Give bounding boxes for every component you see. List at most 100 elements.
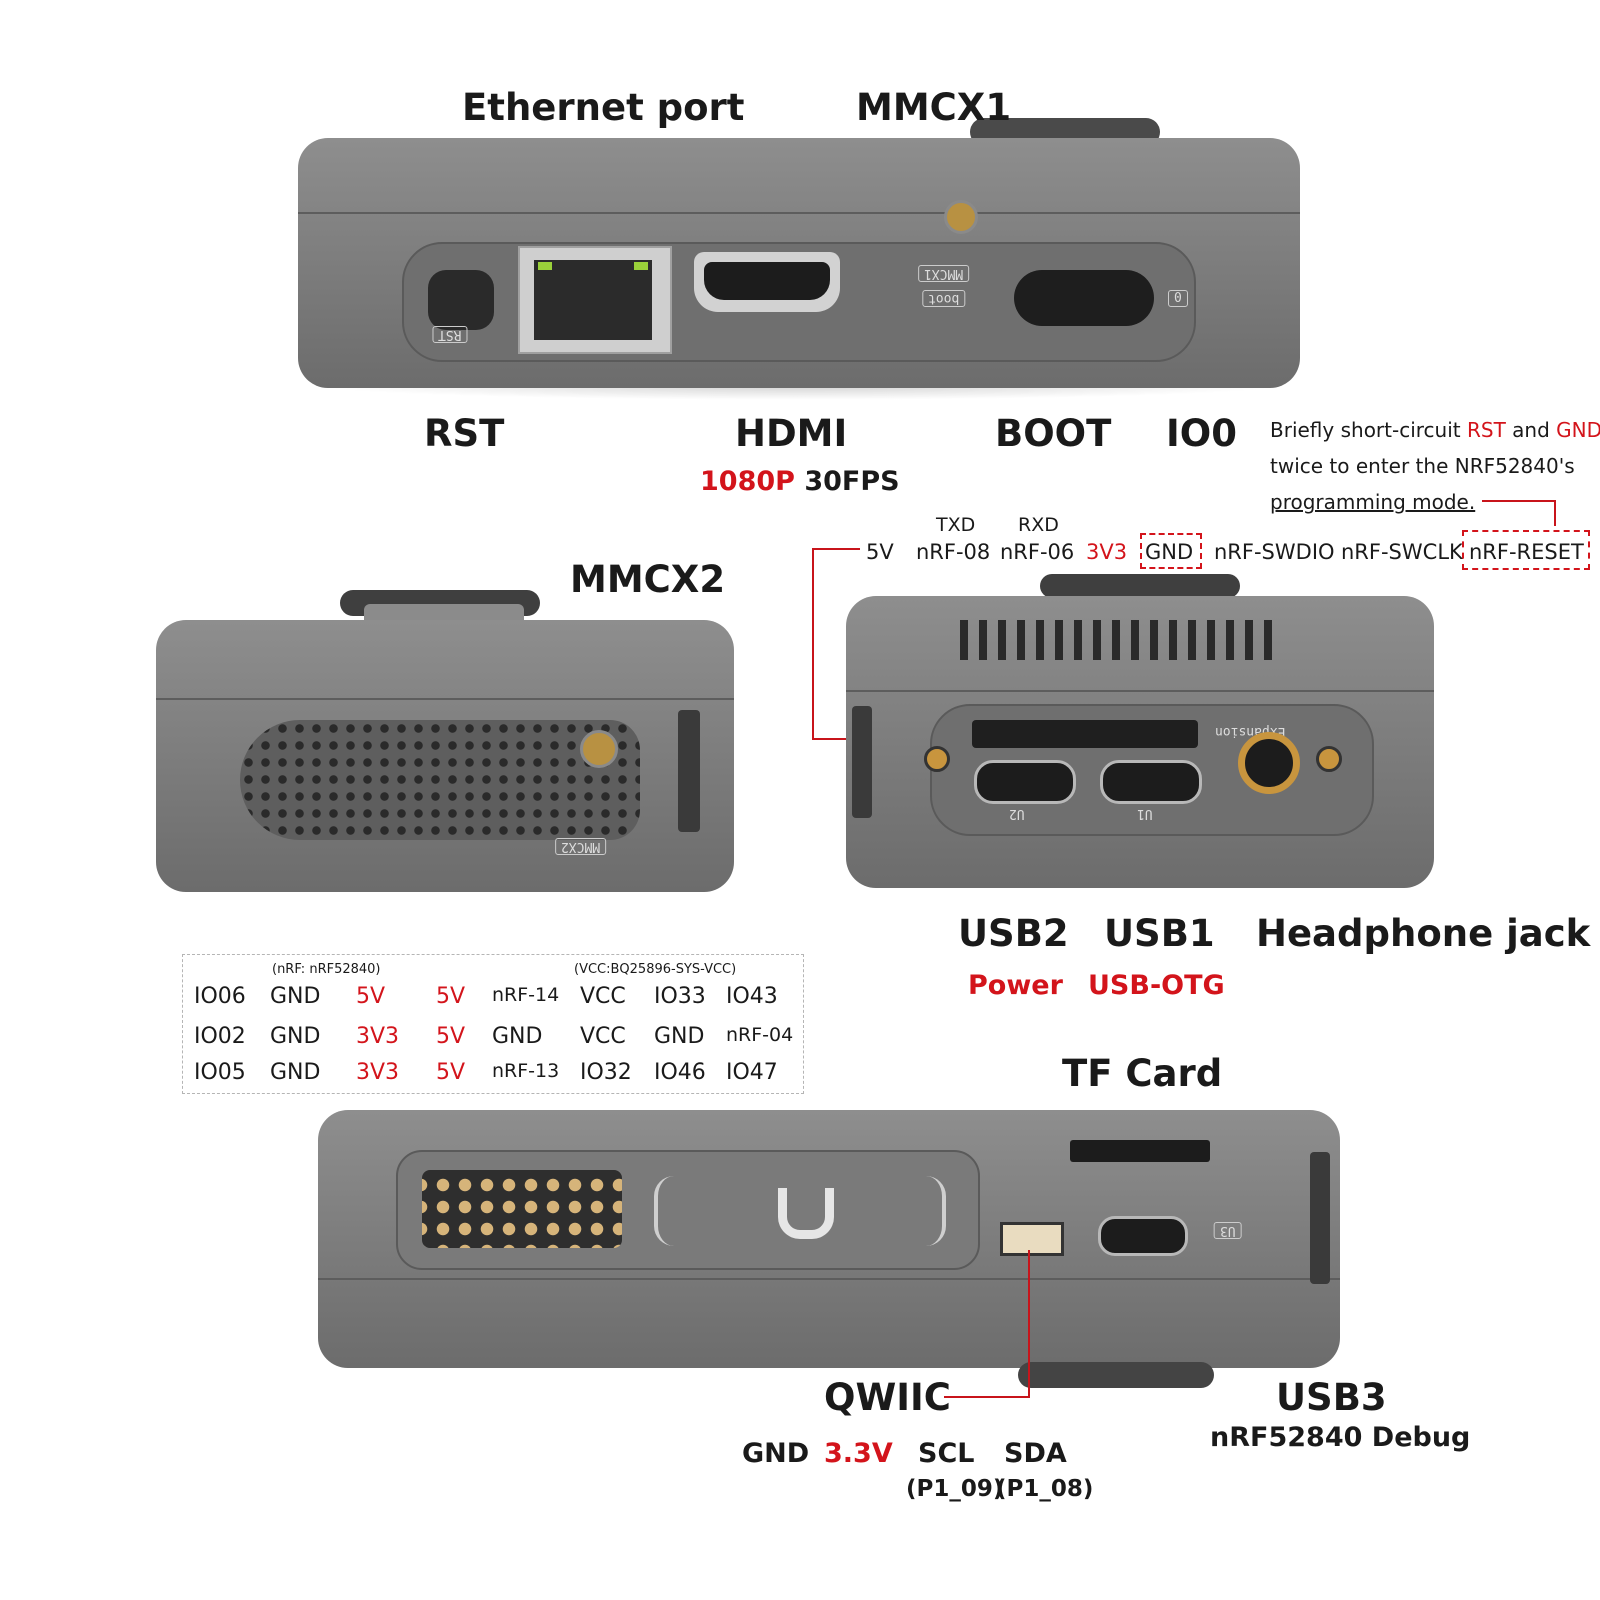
expansion-leader-v (812, 548, 814, 740)
expansion-leader-h1 (812, 548, 860, 550)
right-side-device-view: Expansion U2 U1 (840, 574, 1440, 894)
header-pin-cell: nRF-13 (492, 1060, 560, 1082)
table-note-vcc: (VCC:BQ25896-SYS-VCC) (574, 962, 737, 977)
reset-note: Briefly short-circuit RST and GND twice … (1270, 412, 1600, 520)
exp-pin-nrf08: nRF-08 (916, 540, 991, 564)
hdmi-port-hw (694, 252, 840, 312)
reset-highlight-box (1462, 530, 1590, 570)
qwiic-leader-h (944, 1396, 1030, 1398)
rst-button-hw (428, 270, 494, 330)
reset-note-rst: RST (1466, 418, 1506, 442)
silk-mmcx2: MMCX2 (555, 838, 607, 855)
ethernet-port-hw (518, 246, 672, 354)
header-pin-cell: 3V3 (356, 1060, 400, 1085)
headphone-jack-label: Headphone jack (1256, 912, 1591, 955)
usb3-sub: nRF52840 Debug (1210, 1422, 1471, 1453)
exp-pin-reset: nRF-RESET (1469, 540, 1584, 564)
boot-label: BOOT (995, 412, 1112, 455)
txd-label: TXD (936, 514, 976, 536)
exp-pin-gnd: GND (1145, 540, 1194, 564)
pogo-pads (422, 1170, 622, 1248)
header-pin-cell: IO47 (726, 1060, 778, 1085)
hdmi-resolution: 1080P (700, 466, 795, 497)
mmcx2-label: MMCX2 (570, 558, 726, 601)
rxd-label: RXD (1018, 514, 1059, 536)
reset-note-leader-v (1554, 500, 1556, 526)
usb2-sub: Power (968, 970, 1063, 1001)
exp-pin-3v3: 3V3 (1086, 540, 1128, 564)
header-pin-cell: GND (270, 1024, 321, 1049)
magnet-symbol-icon (778, 1188, 834, 1239)
reset-note-line3: programming mode. (1270, 490, 1476, 514)
qwiic-port-hw (1000, 1222, 1064, 1256)
reset-note-leader-h (1482, 500, 1556, 502)
silk-rst: RST (432, 326, 468, 343)
usb3-label: USB3 (1276, 1376, 1387, 1419)
header-pin-cell: 5V (436, 1024, 466, 1049)
exp-pin-swclk: nRF-SWCLK (1341, 540, 1463, 564)
magnet-icon (654, 1176, 946, 1246)
header-pin-cell: 5V (436, 984, 466, 1009)
tf-card-label: TF Card (1062, 1052, 1223, 1095)
header-pin-cell: IO05 (194, 1060, 246, 1085)
header-pin-cell: 5V (436, 1060, 466, 1085)
qwiic-pin-sda: SDA (1004, 1438, 1067, 1469)
qwiic-scl-mapping: (P1_09) (906, 1476, 1004, 1502)
usb2-label: USB2 (958, 912, 1069, 955)
headphone-jack-hw (1238, 732, 1300, 794)
header-pin-cell: VCC (580, 1024, 626, 1049)
exp-pin-nrf06: nRF-06 (1000, 540, 1075, 564)
usb2-port-hw (974, 760, 1076, 804)
exp-pin-swdio: nRF-SWDIO (1214, 540, 1335, 564)
header-pin-cell: nRF-14 (492, 984, 560, 1006)
tf-card-slot-hw (1070, 1140, 1210, 1162)
qwiic-sda-mapping: (P1_08) (996, 1476, 1094, 1502)
rst-label: RST (424, 412, 505, 455)
usb1-sub: USB-OTG (1088, 970, 1225, 1001)
silk-u1: U1 (1137, 806, 1153, 821)
mmcx2-connector-hw (580, 730, 618, 768)
boot-button-hw (1014, 270, 1154, 326)
header-pin-cell: IO46 (654, 1060, 706, 1085)
header-pin-cell: GND (492, 1024, 543, 1049)
silk-io0: 0 (1168, 290, 1188, 307)
mmcx1-connector-hw (944, 200, 978, 234)
silk-u3: U3 (1214, 1222, 1242, 1239)
expansion-header-hw (972, 720, 1198, 748)
speaker-grille (240, 720, 640, 840)
header-pin-cell: IO33 (654, 984, 706, 1009)
mmcx1-label: MMCX1 (856, 86, 1012, 129)
silk-mmcx1: MMCX1 (918, 265, 970, 282)
bottom-device-view: U3 (318, 1110, 1348, 1400)
hdmi-label: HDMI (735, 412, 848, 455)
header-pin-cell: 3V3 (356, 1024, 400, 1049)
header-table-frame (182, 954, 804, 1094)
reset-note-line1: Briefly short-circuit RST and GND (1270, 418, 1600, 442)
qwiic-pin-33v: 3.3V (824, 1438, 893, 1469)
usb1-label: USB1 (1104, 912, 1215, 955)
left-side-device-view: MMCX2 (150, 590, 740, 910)
usb3-port-hw (1098, 1216, 1188, 1256)
ethernet-port-label: Ethernet port (462, 86, 745, 129)
silk-boot: boot (922, 290, 966, 307)
usb1-port-hw (1100, 760, 1202, 804)
header-pin-cell: GND (270, 1060, 321, 1085)
header-pin-cell: GND (654, 1024, 705, 1049)
silk-u2: U2 (1009, 806, 1025, 821)
header-pin-cell: GND (270, 984, 321, 1009)
hdmi-spec: 1080P 30FPS (700, 466, 900, 497)
header-pin-cell: IO02 (194, 1024, 246, 1049)
header-pin-cell: VCC (580, 984, 626, 1009)
io0-label: IO0 (1166, 412, 1237, 455)
reset-note-line2: twice to enter the NRF52840's (1270, 454, 1575, 478)
qwiic-pin-scl: SCL (918, 1438, 975, 1469)
hdmi-fps: 30FPS (804, 466, 900, 497)
exp-pin-5v: 5V (866, 540, 894, 564)
vent-slots (960, 620, 1280, 660)
header-pin-cell: 5V (356, 984, 386, 1009)
header-pin-cell: IO06 (194, 984, 246, 1009)
header-pin-cell: IO32 (580, 1060, 632, 1085)
gnd-highlight-box (1140, 533, 1202, 569)
reset-note-gnd: GND (1556, 418, 1600, 442)
header-pin-cell: IO43 (726, 984, 778, 1009)
